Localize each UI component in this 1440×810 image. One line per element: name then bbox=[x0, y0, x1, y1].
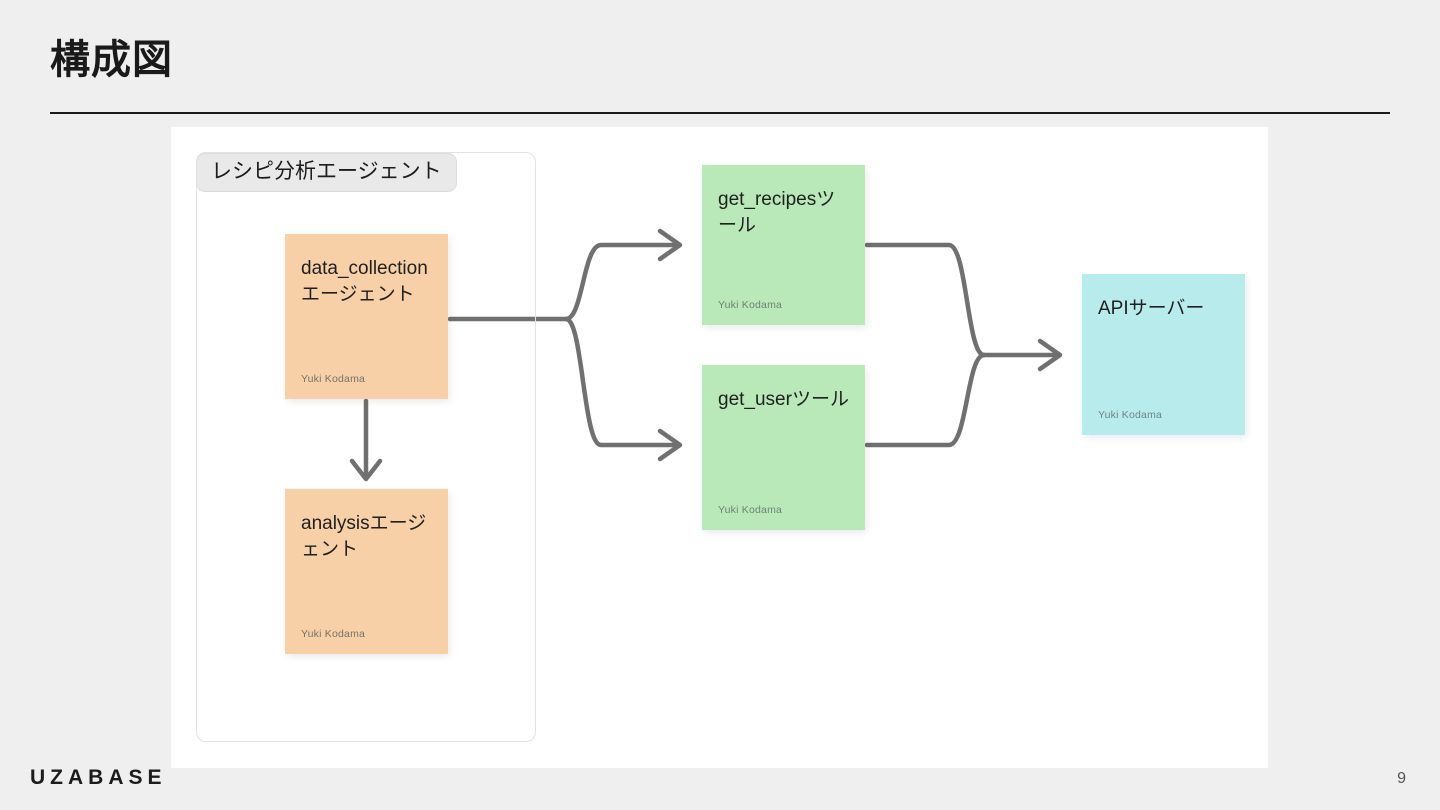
node-title: get_userツール bbox=[718, 389, 849, 410]
diagram-canvas: レシピ分析エージェント data_collectionエージェント Yuki K… bbox=[171, 127, 1268, 768]
node-analysis[interactable]: analysisエージェント Yuki Kodama bbox=[285, 489, 448, 654]
node-author: Yuki Kodama bbox=[301, 373, 366, 385]
node-title: analysisエージェント bbox=[301, 513, 427, 561]
node-title: data_collectionエージェント bbox=[301, 258, 428, 306]
edge-tools-to-api-server bbox=[864, 242, 1063, 448]
node-author: Yuki Kodama bbox=[718, 299, 783, 311]
node-get-recipes[interactable]: get_recipesツール Yuki Kodama bbox=[702, 165, 865, 325]
page-title: 構成図 bbox=[50, 38, 173, 82]
title-divider bbox=[50, 112, 1390, 114]
node-author: Yuki Kodama bbox=[718, 504, 783, 516]
node-api-server[interactable]: APIサーバー Yuki Kodama bbox=[1082, 274, 1245, 435]
node-title: APIサーバー bbox=[1098, 298, 1205, 319]
agent-group-container bbox=[196, 152, 536, 742]
agent-group-label: レシピ分析エージェント bbox=[196, 153, 457, 193]
brand-logo: UZABASE bbox=[30, 766, 167, 789]
page-number: 9 bbox=[1397, 770, 1406, 787]
node-data-collection[interactable]: data_collectionエージェント Yuki Kodama bbox=[285, 234, 448, 399]
node-author: Yuki Kodama bbox=[301, 628, 366, 640]
node-author: Yuki Kodama bbox=[1098, 409, 1163, 421]
node-title: get_recipesツール bbox=[718, 189, 836, 237]
node-get-user[interactable]: get_userツール Yuki Kodama bbox=[702, 365, 865, 530]
